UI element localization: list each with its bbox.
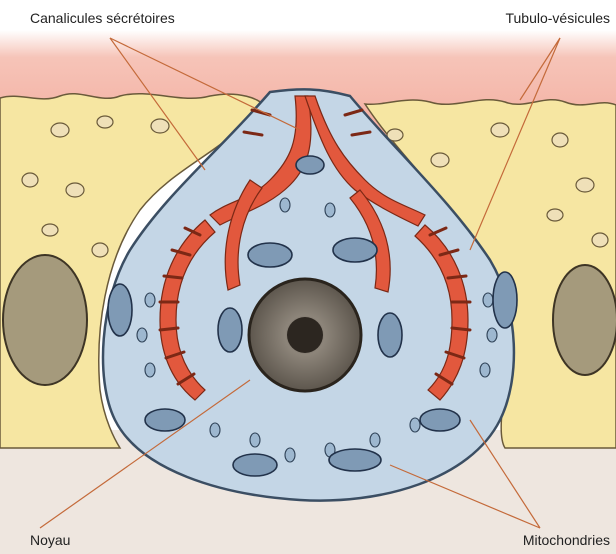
right-neighbor-nucleus <box>553 265 616 375</box>
nucleus <box>249 279 361 391</box>
left-neighbor-nucleus <box>3 255 87 385</box>
label-mitochondries: Mitochondries <box>523 532 610 548</box>
label-noyau: Noyau <box>30 532 70 548</box>
label-tubulo-vesicules: Tubulo-vésicules <box>505 10 610 26</box>
label-canalicules: Canalicules sécrétoires <box>30 10 175 26</box>
